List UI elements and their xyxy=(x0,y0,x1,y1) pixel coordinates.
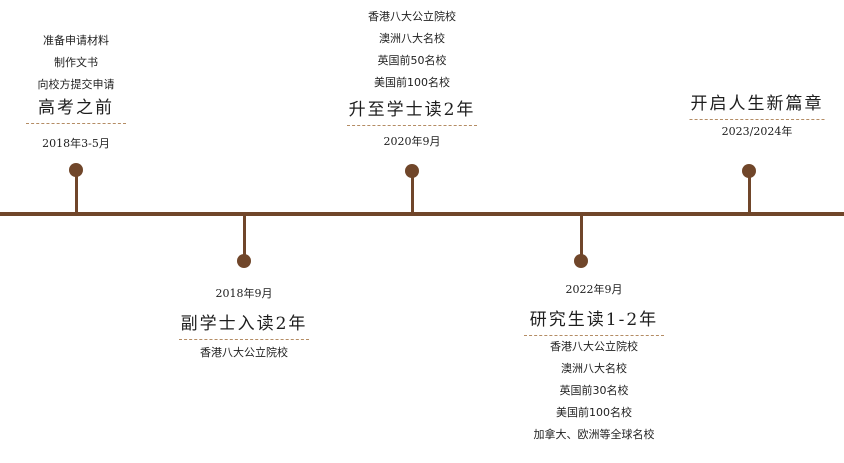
item-text: 英国前50名校 xyxy=(377,54,447,67)
milestone-date: 2023/2024年 xyxy=(721,125,793,138)
marker-2018-sept xyxy=(237,254,251,268)
milestone-2018-march: 准备申请材料 制作文书 向校方提交申请 高考之前 2018年3-5月 xyxy=(26,30,126,152)
item-text: 准备申请材料 xyxy=(43,34,109,47)
milestone-heading: 高考之前 xyxy=(38,98,114,118)
milestone-items: 香港八大公立院校 xyxy=(179,342,309,364)
marker-2020-sept xyxy=(405,164,419,178)
item-text: 制作文书 xyxy=(54,56,98,69)
item-text: 向校方提交申请 xyxy=(37,78,115,91)
milestone-heading: 升至学士读2年 xyxy=(348,100,476,120)
item-text: 美国前100名校 xyxy=(556,406,632,419)
item-text: 香港八大公立院校 xyxy=(200,346,288,359)
item-text: 英国前30名校 xyxy=(559,384,629,397)
timeline-axis xyxy=(0,212,844,216)
stem-2022-sept xyxy=(580,216,583,256)
milestone-date: 2020年9月 xyxy=(383,135,441,148)
stem-2018-march xyxy=(75,170,78,212)
marker-2022-sept xyxy=(574,254,588,268)
milestone-heading: 研究生读1-2年 xyxy=(529,310,659,330)
milestone-heading: 副学士入读2年 xyxy=(180,314,308,334)
stem-2018-sept xyxy=(243,216,246,256)
dashed-divider xyxy=(179,339,309,340)
item-text: 美国前100名校 xyxy=(374,76,450,89)
dashed-divider xyxy=(347,125,477,126)
dashed-divider xyxy=(524,335,664,336)
milestone-items: 香港八大公立院校 澳洲八大名校 英国前30名校 美国前100名校 加拿大、欧洲等… xyxy=(524,336,664,446)
milestone-items: 准备申请材料 制作文书 向校方提交申请 xyxy=(26,30,126,96)
stem-2023-2024 xyxy=(748,172,751,212)
milestone-items: 香港八大公立院校 澳洲八大名校 英国前50名校 美国前100名校 xyxy=(347,6,477,94)
item-text: 香港八大公立院校 xyxy=(368,10,456,23)
milestone-date: 2018年9月 xyxy=(215,287,273,300)
item-text: 澳洲八大名校 xyxy=(561,362,627,375)
milestone-heading: 开启人生新篇章 xyxy=(690,94,824,114)
milestone-2022-sept: 2022年9月 研究生读1-2年 香港八大公立院校 澳洲八大名校 英国前30名校… xyxy=(524,282,664,446)
milestone-date: 2018年3-5月 xyxy=(42,137,110,150)
milestone-2020-sept: 香港八大公立院校 澳洲八大名校 英国前50名校 美国前100名校 升至学士读2年… xyxy=(347,6,477,150)
dashed-divider xyxy=(689,119,825,120)
milestone-date: 2022年9月 xyxy=(565,283,623,296)
milestone-2023-2024: 开启人生新篇章 2023/2024年 xyxy=(689,92,825,140)
marker-2023-2024 xyxy=(742,164,756,178)
marker-2018-march xyxy=(69,163,83,177)
dashed-divider xyxy=(26,123,126,124)
item-text: 加拿大、欧洲等全球名校 xyxy=(533,428,655,441)
milestone-2018-sept: 2018年9月 副学士入读2年 香港八大公立院校 xyxy=(179,286,309,364)
item-text: 澳洲八大名校 xyxy=(379,32,445,45)
stem-2020-sept xyxy=(411,172,414,212)
item-text: 香港八大公立院校 xyxy=(550,340,638,353)
